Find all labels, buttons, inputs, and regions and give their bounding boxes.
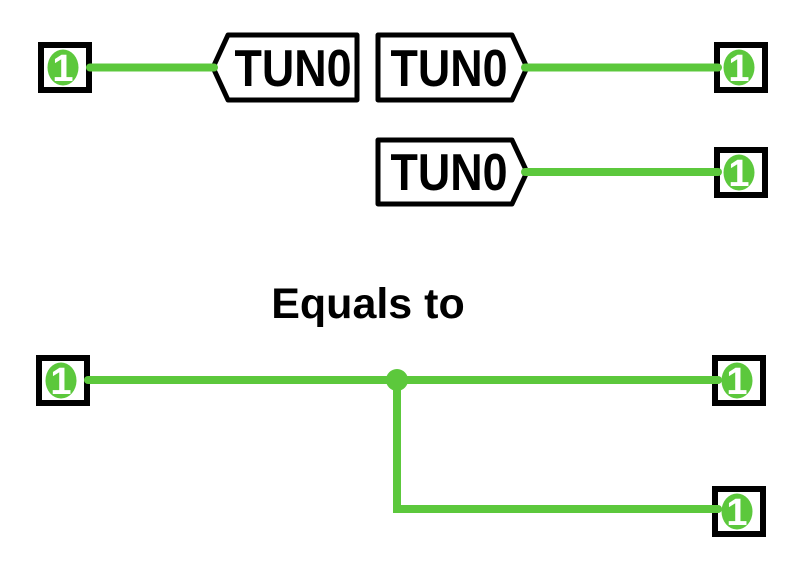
wired-connection-section: 1 1 1	[36, 355, 766, 537]
net-label: TUN0	[375, 32, 530, 103]
pin-number-circle	[723, 49, 755, 86]
net-label-shape	[375, 32, 530, 103]
pin-number-circle	[723, 154, 755, 191]
pin-number: 1	[52, 48, 73, 90]
pin-number: 1	[50, 361, 71, 403]
net-label-text: TUN0	[391, 40, 508, 98]
pin-number-circle	[721, 362, 753, 399]
pin-port: 1	[712, 486, 766, 537]
pin-port: 1	[36, 355, 90, 406]
tunnel-labels-section: 1 TUN0 TUN0 1 TUN0	[38, 32, 768, 207]
pin-port: 1	[38, 42, 92, 93]
pin-number-circle	[47, 49, 79, 86]
net-label-text: TUN0	[391, 144, 508, 202]
pin-number-circle	[721, 493, 753, 530]
pin-number-circle	[45, 362, 77, 399]
pin-port: 1	[714, 147, 768, 198]
pin-port: 1	[714, 42, 768, 93]
wire	[393, 376, 722, 513]
net-label-shape	[375, 137, 530, 207]
wire-junction-dot	[386, 369, 408, 391]
pin-number: 1	[728, 153, 749, 195]
equals-to-caption: Equals to	[271, 280, 465, 328]
net-label-text: TUN0	[235, 40, 352, 98]
pin-number: 1	[726, 492, 747, 534]
net-label-shape	[210, 32, 360, 103]
net-label: TUN0	[375, 137, 530, 207]
net-label: TUN0	[210, 32, 360, 103]
pin-number: 1	[726, 361, 747, 403]
pin-port: 1	[712, 355, 766, 406]
pin-number: 1	[728, 48, 749, 90]
